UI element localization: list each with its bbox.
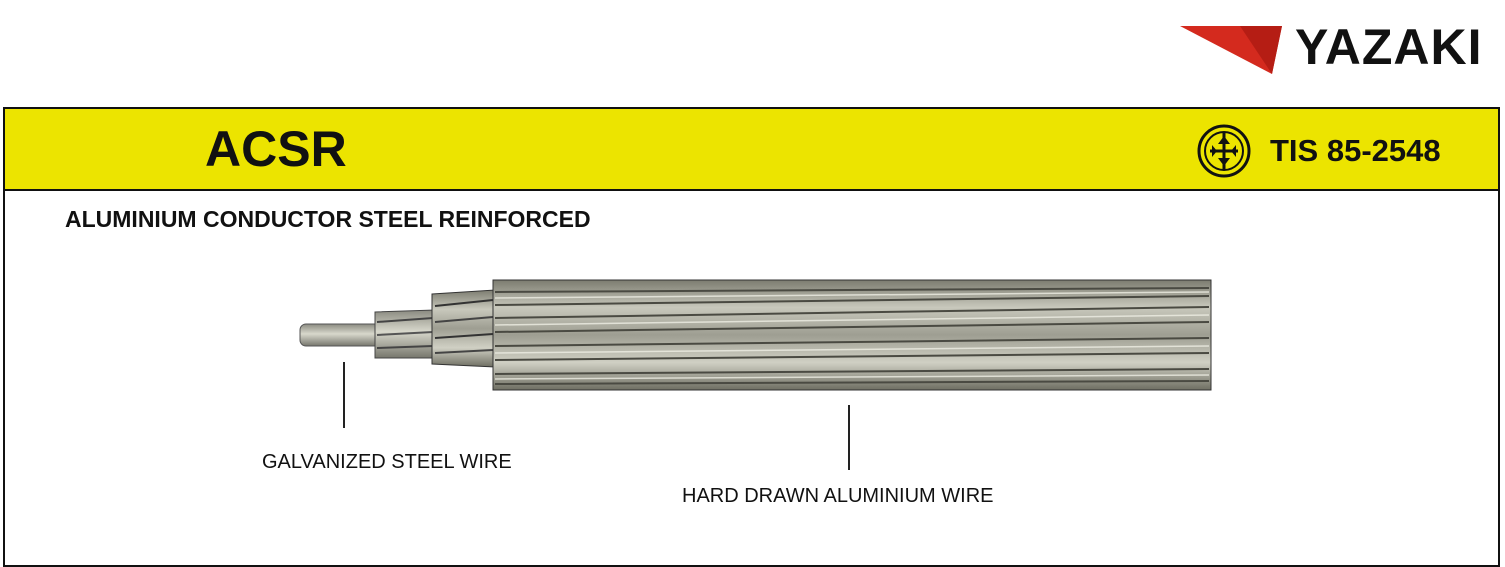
acsr-cable-icon: [299, 279, 1212, 391]
steel-wire-label: GALVANIZED STEEL WIRE: [262, 451, 512, 473]
header-band: ACSR TIS 85-2548: [5, 109, 1498, 191]
steel-leader-line: [343, 362, 345, 428]
tis-standard-mark-icon: [1197, 124, 1251, 178]
page-title: ACSR: [205, 121, 347, 177]
yazaki-logo-icon: [1180, 26, 1282, 74]
product-subtitle: ALUMINIUM CONDUCTOR STEEL REINFORCED: [65, 206, 591, 232]
yazaki-logo: YAZAKI: [1180, 18, 1505, 76]
spec-sheet-frame: ACSR TIS 85-2548 ALUMINIUM CONDUCTOR STE…: [3, 107, 1500, 567]
aluminium-wire-label: HARD DRAWN ALUMINIUM WIRE: [682, 485, 994, 507]
brand-name: YAZAKI: [1295, 19, 1483, 75]
standard-code: TIS 85-2548: [1270, 133, 1441, 168]
aluminium-leader-line: [848, 405, 850, 470]
